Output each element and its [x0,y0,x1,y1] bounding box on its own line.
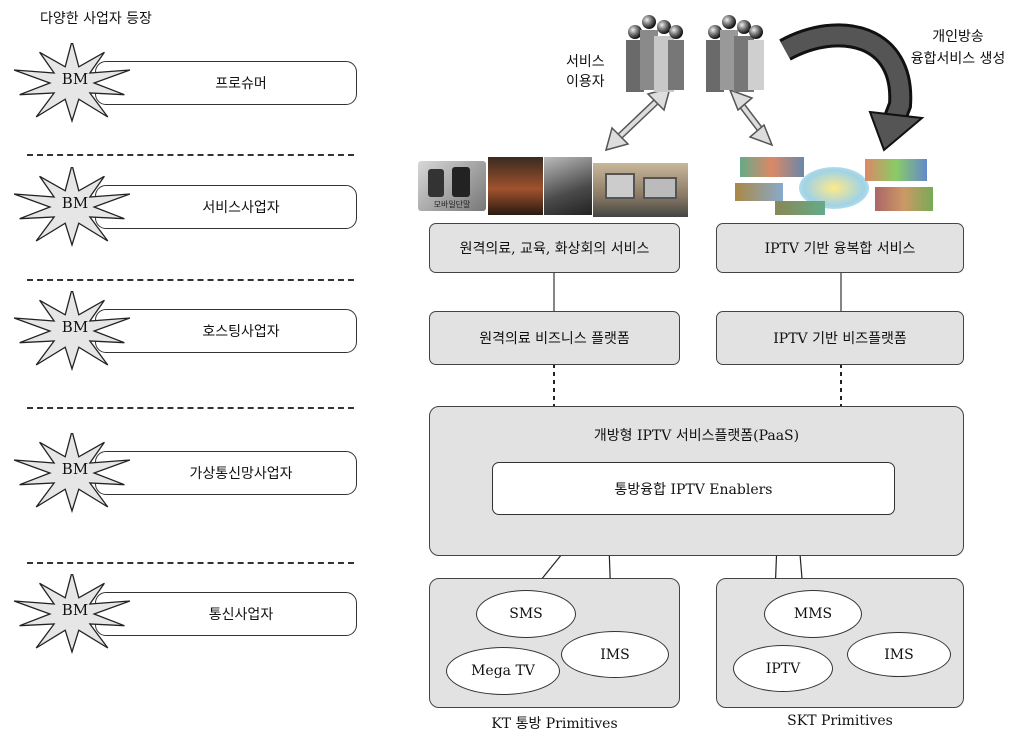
kt-sms-ellipse: SMS [476,590,576,638]
bm-row-box [95,451,357,495]
curved-arrow-icon [779,23,925,152]
broadcast-label-line1: 개인방송 [932,29,984,45]
left-title: 다양한 사업자 등장 [40,11,152,27]
mobile-device-photo: 모바일단말 [418,161,486,211]
bm-row: BM 서비스사업자 [0,167,370,248]
kt-ims-ellipse: IMS [561,631,669,678]
skt-mms-ellipse: MMS [764,590,862,638]
burst-star-icon [13,433,131,514]
office-photo [593,163,688,217]
divider [27,562,354,564]
divider [27,154,354,156]
users-label: 서비스 이용자 [566,52,605,92]
bm-badge: BM [61,318,89,336]
bm-row-label: 가상통신망사업자 [189,466,293,482]
bm-row-box [95,185,357,229]
collage-photo [775,201,825,215]
bm-row: BM 가상통신망사업자 [0,433,370,514]
divider [27,407,354,409]
skt-iptv-ellipse: IPTV [733,645,833,692]
burst-star-icon [13,167,131,248]
paas-box: 개방형 IPTV 서비스플랫폼(PaaS) 통방융합 IPTV Enablers [429,406,964,556]
bm-row: BM 프로슈머 [0,43,370,124]
bm-badge: BM [61,70,89,88]
skt-ims-ellipse: IMS [847,632,951,677]
collage-photo [735,183,783,201]
collage-photo [875,187,933,211]
photo-caption: 모바일단말 [433,200,471,209]
divider [27,279,354,281]
bm-row-label: 서비스사업자 [202,200,280,216]
bm-row-box [95,61,357,105]
skt-caption: SKT Primitives [787,713,893,729]
platform-box-left: 원격의료 비즈니스 플랫폼 [429,311,680,365]
kt-megatv-ellipse: Mega TV [446,647,560,695]
bm-row: BM 통신사업자 [0,574,370,655]
service-photos-left: 모바일단말 [418,157,688,217]
users-group-icon [626,15,764,92]
users-label-line2: 이용자 [566,74,605,90]
paas-title: 개방형 IPTV 서비스플랫폼(PaaS) [593,428,800,444]
bm-row: BM 호스팅사업자 [0,291,370,372]
conference-photo [488,157,543,215]
collage-photo [865,159,927,181]
bm-badge: BM [61,460,89,478]
double-arrow-right-icon [728,88,774,147]
service-box-left: 원격의료, 교육, 화상회의 서비스 [429,223,680,273]
bm-row-label: 통신사업자 [208,607,274,623]
collage-photo [740,157,804,177]
bm-row-box [95,309,357,353]
bm-row-box [95,592,357,636]
lecture-photo [544,157,592,215]
service-box-right: IPTV 기반 융복합 서비스 [716,223,964,273]
bm-badge: BM [61,194,89,212]
double-arrow-left-icon [604,86,672,152]
broadcast-label-line2: 융합서비스 생성 [910,51,1006,67]
burst-star-icon [13,574,131,655]
users-label-line1: 서비스 [566,54,605,70]
bm-badge: BM [61,601,89,619]
bm-row-label: 호스팅사업자 [202,324,280,340]
kt-caption: KT 통방 Primitives [491,716,618,732]
bm-row-label: 프로슈머 [215,76,267,92]
broadcast-label: 개인방송 융합서비스 생성 [893,26,1023,70]
enablers-box: 통방융합 IPTV Enablers [492,462,895,515]
platform-box-right: IPTV 기반 비즈플랫폼 [716,311,964,365]
burst-star-icon [13,43,131,124]
burst-star-icon [13,291,131,372]
service-photos-right [735,155,935,217]
